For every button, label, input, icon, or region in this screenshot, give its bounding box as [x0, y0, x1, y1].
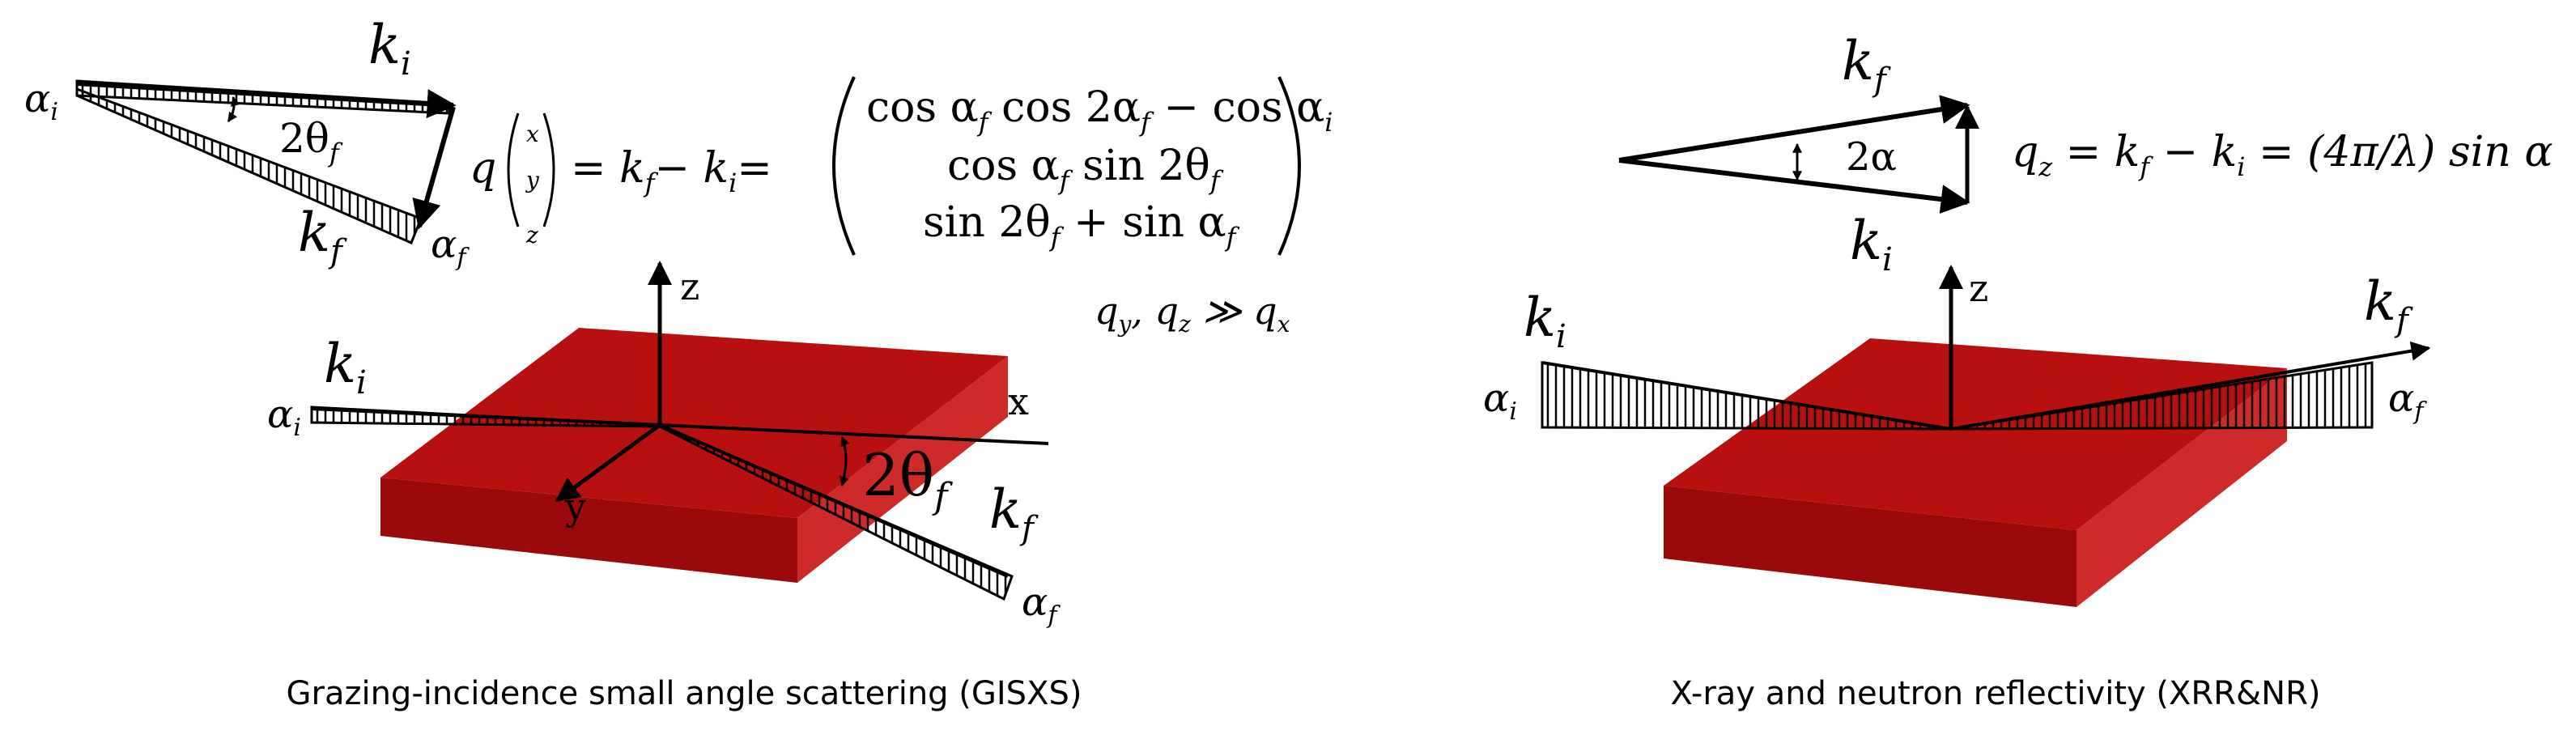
axis-z-label: z — [680, 265, 699, 308]
axis-x-line — [659, 423, 1049, 445]
slab-left-face — [380, 478, 797, 583]
slab-right-face — [797, 356, 1008, 583]
inset-two-theta-label: 2θf — [279, 115, 343, 168]
xrr-exit-line — [1950, 341, 2431, 431]
inset-q-arrow — [412, 106, 456, 230]
xrr-slab-top — [1664, 338, 2287, 530]
xrr-slab-left-face — [1664, 486, 2077, 607]
eq-matrix-paren-left — [832, 76, 856, 256]
sample-angle-arc — [840, 435, 850, 487]
eq-kf-minus-ki: = kf− ki= — [571, 144, 772, 198]
gisaxs-sample: z x y ki αi 2θf kf αf — [267, 261, 1061, 630]
xrr-incident-line — [1541, 361, 1952, 431]
eq-row-2: cos αf sin 2θf — [947, 142, 1224, 196]
xrr-alpha-i-label: αi — [1483, 376, 1517, 426]
xrr-caption: X-ray and neutron reflectivity (XRR&NR) — [1671, 675, 2321, 712]
xrr-equation: qz = kf − ki = (4π/λ) sin α — [2012, 128, 2553, 182]
gisaxs-condition: qy, qz ≫ qx — [1095, 289, 1290, 338]
slab-top — [380, 328, 1008, 518]
xrr-inset: kf 2α ki — [1618, 30, 1979, 278]
sample-alpha-i-label: αi — [267, 392, 301, 442]
gisaxs-caption: Grazing-incidence small angle scattering… — [287, 675, 1082, 712]
axis-y-line — [555, 423, 661, 503]
xrr-kf-label: kf — [2364, 270, 2413, 339]
gisaxs-equation: q x y z = kf− ki= cos αf cos 2αf − cos α… — [470, 76, 1333, 256]
inset-exit-hatch — [75, 87, 423, 244]
gisaxs-panel: αi ki 2θf kf αf q x y z = kf− ki= cos αf… — [24, 14, 1333, 712]
eq-matrix-paren-right — [1277, 76, 1301, 256]
xrr-inset-kf-arrow — [1618, 95, 1970, 163]
xrr-inset-kf-label: kf — [1842, 30, 1891, 99]
xrr-ki-label: ki — [1524, 287, 1566, 355]
inset-ki-label: ki — [368, 14, 411, 83]
eq-row-1: cos αf cos 2αf − cos αi — [866, 83, 1333, 138]
eq-vec-z: z — [525, 222, 538, 248]
inset-ki-arrow — [76, 81, 457, 119]
xrr-sample: z ki αi kf αf — [1483, 265, 2431, 607]
exit-beam-line — [659, 423, 1009, 578]
eq-q: q — [470, 144, 496, 193]
xrr-axis-z-label: z — [1969, 266, 1988, 310]
xrr-inset-two-alpha-label: 2α — [1846, 134, 1897, 180]
xrr-panel: kf 2α ki qz = kf − ki = (4π/λ) sin α z k… — [1483, 30, 2553, 712]
incident-beam-line — [311, 407, 661, 427]
sample-kf-label: kf — [989, 478, 1039, 547]
xrr-alpha-f-label: αf — [2388, 376, 2427, 426]
eq-vector-paren-right — [542, 113, 555, 227]
axis-x-label: x — [1008, 380, 1029, 423]
inset-alpha-f-label: αf — [431, 222, 470, 272]
eq-row-3: sin 2θf + sin αf — [923, 198, 1240, 253]
xrr-inset-ki-label: ki — [1850, 210, 1893, 278]
axis-y-label: y — [564, 485, 586, 529]
sample-alpha-f-label: αf — [1022, 580, 1061, 630]
inset-alpha-i-label: αi — [24, 76, 58, 126]
xrr-inset-ki-arrow — [1618, 158, 1970, 214]
eq-vector-paren-left — [507, 113, 520, 227]
eq-vec-y: y — [525, 167, 540, 193]
gisaxs-inset: αi ki 2θf kf αf — [24, 14, 470, 272]
sample-ki-label: ki — [324, 333, 367, 401]
inset-angle-arc — [227, 96, 240, 122]
eq-vec-x: x — [526, 121, 539, 147]
